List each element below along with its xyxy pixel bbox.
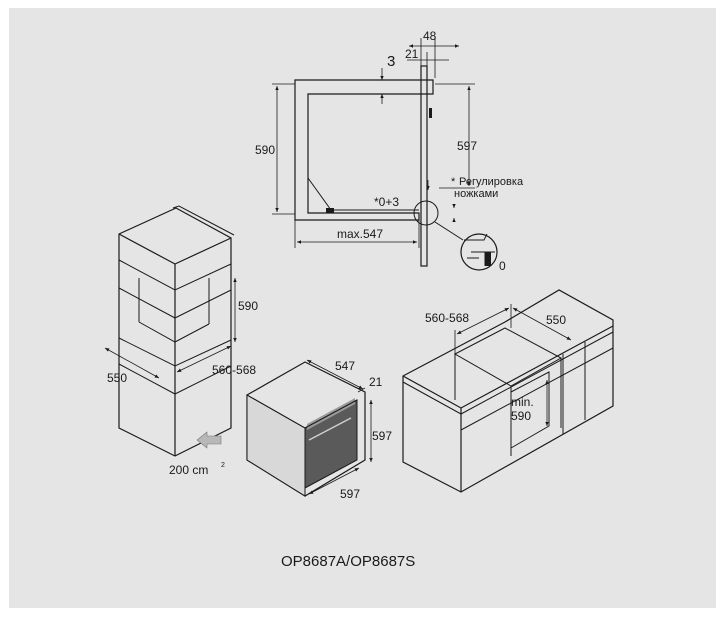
vent-arrow — [196, 431, 222, 449]
dim-590-label: 590 — [255, 143, 275, 157]
note-line1: Регулировка — [459, 176, 524, 188]
oven-appliance: 547 21 597 597 — [246, 359, 392, 501]
side-section-view: 48 21 3 590 597 *0+3 * Регулировка ножка… — [255, 29, 524, 273]
dim-0-label: 0 — [499, 259, 506, 273]
base-dim-550-label: 550 — [546, 313, 566, 327]
note-star: * — [451, 176, 456, 188]
drawing-sheet: 48 21 3 590 597 *0+3 * Регулировка ножка… — [9, 8, 716, 608]
oven-handle-bar — [308, 417, 352, 441]
tall-cabinet-outline — [118, 207, 232, 457]
oven-foot — [326, 208, 334, 213]
tall-dim-590-label: 590 — [238, 299, 258, 313]
note-line2: ножками — [454, 188, 498, 200]
dim-48-label: 48 — [423, 29, 437, 43]
vent-label: 200 cm — [169, 463, 208, 477]
installation-diagram: 48 21 3 590 597 *0+3 * Регулировка ножка… — [104, 29, 614, 570]
oven-dim-597-h-label: 597 — [372, 429, 392, 443]
dim-21-label: 21 — [405, 47, 419, 61]
niche-wall — [294, 79, 434, 221]
tall-cabinet: 590 550 560-568 200 cm 2 — [104, 205, 258, 477]
detail-magnified — [460, 233, 498, 271]
base-dim-560-label: 560-568 — [425, 311, 469, 325]
oven-handle — [429, 108, 432, 118]
detail-marker — [413, 200, 439, 226]
dim-597-label: 597 — [457, 139, 477, 153]
oven-dim-597-w-label: 597 — [340, 487, 360, 501]
base-min-value: 590 — [511, 409, 531, 423]
vent-sup: 2 — [221, 462, 225, 469]
oven-body-outline — [307, 94, 419, 211]
base-cabinet: 560-568 550 min. 590 — [402, 289, 614, 493]
dim-0-3-label: *0+3 — [374, 195, 399, 209]
base-min-label: min. — [511, 395, 534, 409]
oven-dim-547-label: 547 — [335, 359, 355, 373]
tall-dim-560-label: 560-568 — [212, 363, 256, 377]
dim-3-label: 3 — [387, 53, 395, 70]
oven-front-panel — [420, 65, 428, 267]
oven-dim-21-label: 21 — [369, 375, 383, 389]
tall-dim-550-label: 550 — [107, 371, 127, 385]
model-label: OP8687A/OP8687S — [281, 553, 415, 570]
dim-max547-label: max.547 — [337, 227, 383, 241]
